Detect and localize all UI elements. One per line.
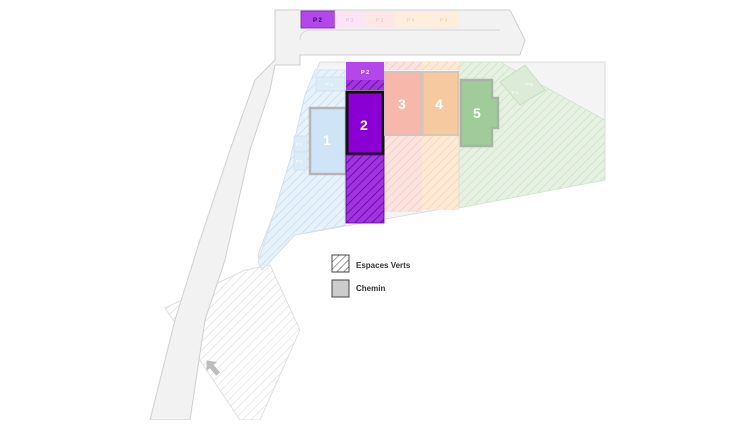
- lot-2-number: 2: [360, 117, 368, 133]
- lot-5-parking: [499, 64, 546, 106]
- lot-2-parking-hatch: [346, 80, 384, 90]
- lot-1-top-spot-label: P 1: [326, 82, 333, 87]
- lot-1-top-spot: [315, 76, 346, 92]
- parking-spot-p4b-label: P 4: [440, 18, 448, 24]
- lot-2-garden: [345, 154, 385, 224]
- lot-4-top-strip: [422, 62, 459, 70]
- legend-chemin-swatch: [331, 279, 350, 298]
- lot-5-parking-label-b: P 5: [526, 82, 533, 87]
- lot-4-number: 4: [435, 96, 443, 112]
- lot-3-garden: [384, 136, 422, 212]
- lot-3-top-strip: [384, 62, 422, 70]
- lot-4-house[interactable]: [422, 71, 459, 136]
- lot-5-parking-label-a: P 5: [512, 90, 519, 95]
- road-inner-edge: [299, 29, 500, 41]
- lot-1-left-spot-bottom-label: P 1: [296, 159, 303, 164]
- lot-1-number: 1: [323, 132, 331, 148]
- lot-1-left-spot-bottom: [293, 151, 308, 171]
- lot-2-house[interactable]: [345, 90, 385, 156]
- parking-spot-p4b[interactable]: [426, 10, 460, 29]
- lot-1-left-spot-top-label: P 1: [296, 142, 303, 147]
- lot-3-number: 3: [398, 96, 406, 112]
- lot-4-garden: [422, 136, 459, 210]
- legend-espaces-verts-swatch: [331, 254, 350, 273]
- lot-5-house[interactable]: [459, 78, 500, 148]
- parking-spot-p3a-label: P 3: [346, 18, 354, 24]
- lot-2-parking-label: P 2: [361, 70, 369, 76]
- legend-chemin-label: Chemin: [356, 284, 385, 293]
- road-arrow-icon: [206, 360, 221, 376]
- parking-spot-p4a-label: P 4: [407, 18, 415, 24]
- lot-2-parking[interactable]: [346, 62, 384, 80]
- legend-espaces-verts-label: Espaces Verts: [356, 261, 411, 270]
- map-legend: Espaces Verts Chemin: [331, 254, 411, 298]
- parking-spot-p2-label: P 2: [313, 18, 323, 24]
- lot-3-house[interactable]: [384, 71, 422, 136]
- access-road: [149, 9, 526, 421]
- parking-spot-p3b-label: P 3: [376, 18, 384, 24]
- lot-5-number: 5: [473, 105, 481, 121]
